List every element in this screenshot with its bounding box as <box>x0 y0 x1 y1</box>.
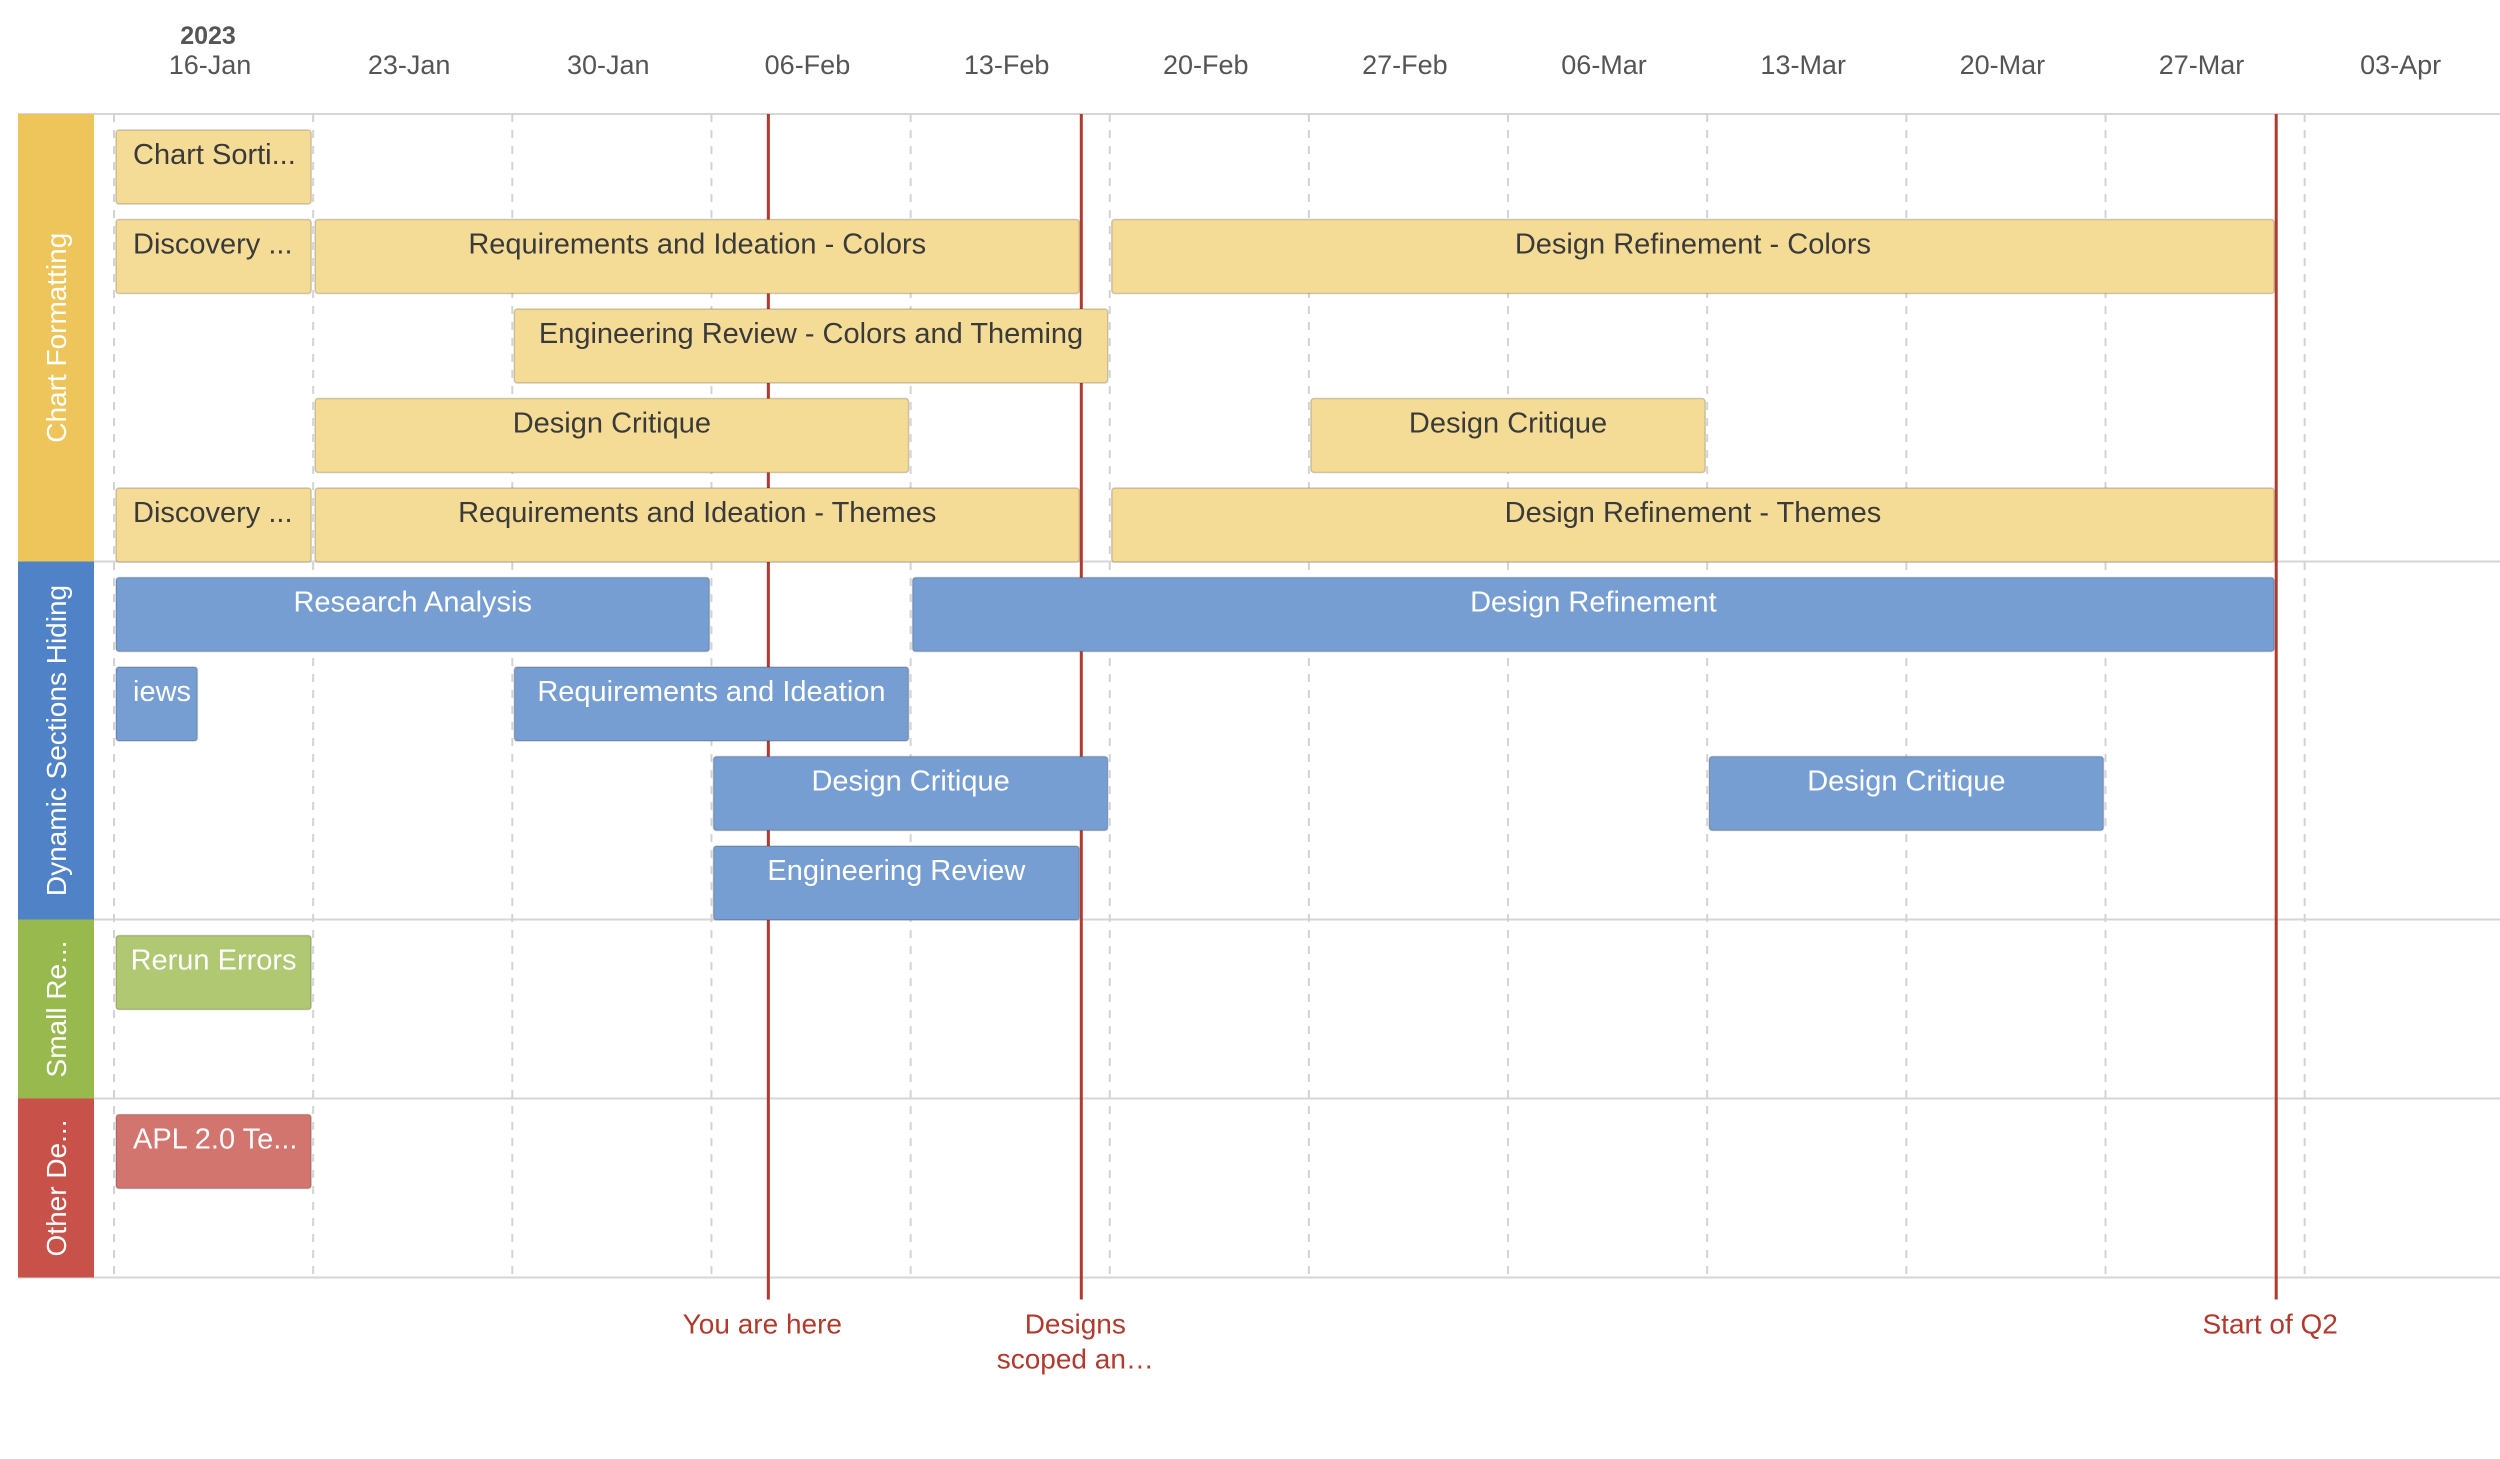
task-label: Design Refinement - Colors <box>1515 229 1871 261</box>
task-bar <box>314 397 910 474</box>
task-bar <box>314 218 1081 295</box>
task-bar <box>513 308 1109 384</box>
x-tick-label: 16-Jan <box>169 50 252 80</box>
x-tick-label: 06-Feb <box>765 50 851 80</box>
task-bar <box>1310 397 1706 474</box>
task-bar <box>115 1113 312 1190</box>
task-label: Design Critique <box>513 408 711 440</box>
x-tick-label: 30-Jan <box>567 50 650 80</box>
task-label: Research Analysis <box>293 587 532 619</box>
task-bar <box>115 487 312 563</box>
task-bar <box>115 218 312 295</box>
task-bar <box>712 755 1109 832</box>
task-bar <box>314 487 1081 563</box>
swimlane-header <box>18 114 94 562</box>
swimlane-label: Dynamic Sections Hiding <box>41 585 72 896</box>
task-label: Design Refinement <box>1470 587 1717 619</box>
x-tick-label: 13-Mar <box>1760 50 1846 80</box>
milestone-label: Start of Q2 <box>2202 1309 2337 1340</box>
x-tick-label: 20-Feb <box>1163 50 1249 80</box>
task-label: Design Critique <box>811 766 1009 798</box>
milestone-label: You are here <box>683 1309 842 1340</box>
x-tick-label: 27-Mar <box>2159 50 2245 80</box>
task-label: Requirements and Ideation <box>537 676 885 708</box>
task-label: Discovery ... <box>133 229 293 261</box>
x-tick-label: 13-Feb <box>964 50 1050 80</box>
task-label: Discovery ... <box>133 497 293 529</box>
swimlane-label: Chart Formatting <box>41 233 72 443</box>
task-bar <box>115 666 199 742</box>
milestone-label: Designs <box>1025 1309 1126 1340</box>
swimlane-header <box>18 919 94 1099</box>
task-label: Design Refinement - Themes <box>1505 497 1882 529</box>
milestone-label: scoped an… <box>997 1344 1154 1375</box>
task-label: Design Critique <box>1409 408 1607 440</box>
task-label: Chart Sorti... <box>133 139 296 171</box>
task-bar <box>712 845 1081 921</box>
task-label: Engineering Review - Colors and Theming <box>539 318 1083 350</box>
task-label: Requirements and Ideation - Themes <box>458 497 936 529</box>
x-tick-label: 06-Mar <box>1561 50 1647 80</box>
task-label: Requirements and Ideation - Colors <box>468 229 926 261</box>
swimlane-label: Small Re... <box>41 941 72 1078</box>
swimlane-header <box>18 561 94 920</box>
task-bar <box>1708 755 2105 832</box>
task-label: APL 2.0 Te... <box>133 1124 297 1156</box>
swimlane-label: Other De... <box>41 1120 72 1257</box>
task-label: iews <box>133 676 191 708</box>
task-bar <box>911 576 2275 653</box>
task-bar <box>1111 218 2275 295</box>
task-bar <box>115 576 711 653</box>
swimlane-header <box>18 1098 94 1278</box>
x-tick-label: 03-Apr <box>2360 50 2441 80</box>
year-label: 2023 <box>180 22 236 50</box>
x-tick-label: 20-Mar <box>1960 50 2046 80</box>
task-bar <box>1111 487 2275 563</box>
task-label: Rerun Errors <box>131 945 297 977</box>
x-tick-label: 23-Jan <box>368 50 451 80</box>
task-bar <box>115 129 312 205</box>
task-label: Engineering Review <box>767 855 1026 887</box>
task-bar <box>115 934 312 1011</box>
x-tick-label: 27-Feb <box>1362 50 1448 80</box>
task-bar <box>513 666 910 742</box>
task-label: Design Critique <box>1807 766 2005 798</box>
